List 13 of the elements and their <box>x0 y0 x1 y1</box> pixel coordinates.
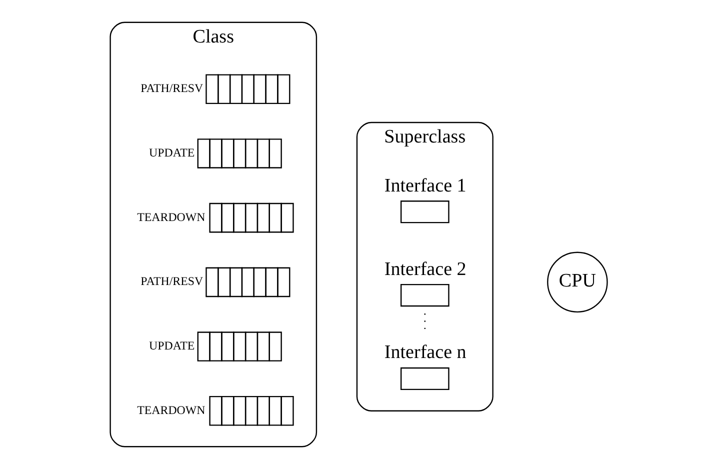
node-label: Interface 2 <box>384 258 466 280</box>
node-box <box>400 367 450 390</box>
node-label: UPDATE <box>149 145 195 160</box>
node-box <box>400 284 450 307</box>
node-label: PATH/RESV <box>140 274 204 288</box>
node-box <box>400 200 450 224</box>
node-circle: CPU <box>547 252 608 313</box>
node-label: UPDATE <box>149 338 195 352</box>
node-label: TEARDOWN <box>137 210 206 224</box>
node-label: Interface n <box>384 342 466 364</box>
node-label: Interface 1 <box>384 175 466 196</box>
node-label: PATH/RESV <box>140 81 204 96</box>
node-label: TEARDOWN <box>137 402 206 417</box>
